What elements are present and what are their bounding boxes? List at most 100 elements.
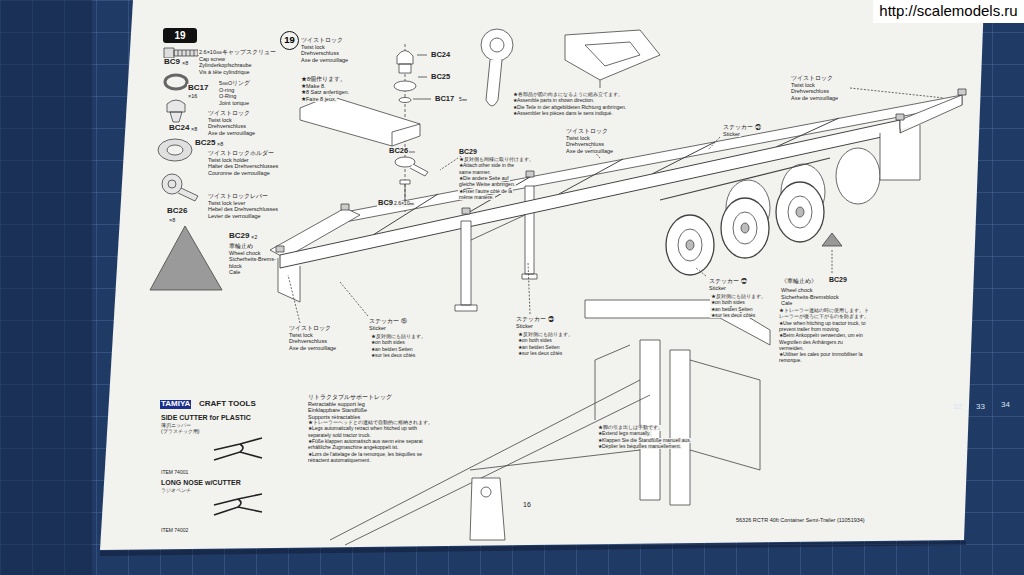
instruction-text: Retractable support leg (307, 401, 366, 407)
part-number: BC9 (163, 58, 181, 67)
instruction-text: 薄刃ニッパー (160, 423, 192, 429)
step-circle: 19 (280, 31, 299, 50)
tool-name: SIDE CUTTER for PLASTIC (160, 414, 252, 422)
instruction-text: ツイストロック (207, 110, 251, 116)
holder-icon (158, 139, 192, 161)
instruction-text: Cap screw (198, 56, 226, 62)
instruction-text: ★Die andere Seite auf (458, 176, 510, 182)
holder-hole (167, 145, 183, 155)
instruction-text: ★Déplier les béquilles manuellement. (597, 444, 682, 450)
instruction-text: 《車輪止め》 (780, 278, 818, 284)
inset-hole (481, 487, 491, 497)
instruction-text: O-ring (218, 87, 235, 93)
wheel-chock-icon (150, 226, 222, 290)
instruction-text: vermeiden. (778, 346, 805, 352)
sticker-callout: ステッカー ㉑ (722, 124, 762, 130)
instruction-text: Twist lock (207, 117, 233, 123)
part-number: BC17 (187, 84, 209, 93)
support-leg (455, 215, 525, 311)
instruction-text: リトラクタブルサポートレッグ (307, 394, 393, 400)
twist-lock-part (397, 51, 413, 74)
instruction-text: ★an beiden Seiten (370, 347, 414, 353)
twist-lock-hole (490, 38, 504, 52)
instruction-text: remorque. (778, 358, 803, 364)
instruction-text: Hebel des Drehverschlusses (207, 206, 279, 212)
instruction-text: erhältliche Zugmaschine angekoppelt ist. (307, 445, 400, 451)
wheel-chock (822, 233, 842, 246)
item-number: ITEM 74002 (160, 528, 189, 534)
instruction-text: ★Utiliser les cales pour immobiliser la (778, 352, 863, 358)
twist-lock-icon (167, 100, 185, 122)
sticker-callout: Sticker (708, 285, 727, 291)
footer-text: 56326 RCTR 40ft Container Semi-Trailer (… (735, 517, 866, 523)
instruction-text: Levier de verrouillage (207, 213, 262, 219)
holder-arm (300, 96, 420, 146)
rear-beam (880, 95, 962, 180)
wheel (666, 215, 714, 275)
instruction-text: ★Klappen Sie die Standfüße manuell aus. (597, 438, 692, 444)
side-cutter-icon (214, 438, 262, 460)
instruction-text: ★Make 8. (300, 83, 327, 89)
instruction-text: ★an beiden Seiten (710, 307, 754, 313)
instruction-text: Cale (780, 300, 793, 306)
instruction-text: Axe de verrouillage (300, 57, 349, 63)
instruction-text: ★各部品が図の向きになるように組み立てます。 (512, 92, 624, 98)
instruction-text: Vis à tête cylindrique (198, 69, 251, 75)
instruction-text: ★on both sides (517, 338, 553, 344)
far-wheel (836, 148, 880, 204)
sticker-callout: Sticker (515, 323, 534, 329)
instruction-text: ツイストロックホルダー (207, 150, 275, 156)
instruction-text: ★Attach other side in the (458, 163, 515, 169)
instruction-text: gleiche Weise anbringen. (458, 182, 516, 188)
quantity: ×2 (250, 234, 258, 240)
instruction-text: ★on both sides (370, 340, 406, 346)
wheel (721, 198, 769, 258)
tool-name: LONG NOSE w/CUTTER (160, 479, 242, 487)
instruction-text: ★Faire 8 jeux. (300, 96, 337, 102)
leader-line (288, 88, 944, 323)
instruction-text: block (228, 263, 243, 269)
instruction-text: ★on both sides (710, 300, 746, 306)
instruction-text: Drehverschluss (300, 50, 340, 56)
instruction-text: ★an beiden Seiten (517, 345, 561, 351)
instruction-text: ★Extend legs manually. (597, 431, 652, 437)
instruction-text: ★sur les deux côtés (710, 313, 756, 319)
instruction-text: ツイストロック (790, 75, 834, 81)
lever-view (486, 60, 502, 106)
sticker-callout: ステッカー ⑮ (368, 318, 408, 324)
instruction-text: separately sold tractor truck. (307, 433, 372, 439)
manual-page (100, 0, 984, 550)
detail-view (565, 30, 660, 88)
instruction-text: rétractent automatiquement. (307, 458, 372, 464)
part-number: BC26 (166, 207, 188, 216)
instruction-text: Supports rétractables (307, 414, 361, 420)
part-number: BC25 (430, 73, 451, 81)
dimension: 2.6×10㎜ (393, 201, 415, 207)
part-number: BC24 (168, 124, 190, 133)
instruction-text: ★8 Satz anfertigen. (300, 89, 350, 95)
brand-logo: TAMIYA (160, 400, 191, 409)
part-number: BC29 (828, 276, 848, 284)
instruction-text: Wheel chock (780, 287, 814, 293)
instruction-text: 5㎜Oリング (218, 80, 251, 86)
wheel-set (666, 182, 824, 275)
page-number: 16 (522, 501, 532, 509)
part-number: BC29 (458, 148, 478, 156)
instruction-text: ★Assemble parts in shown direction. (512, 98, 595, 104)
quantity: ×8 (190, 126, 198, 132)
inset-leg (640, 340, 690, 505)
o-ring-icon (165, 75, 187, 89)
sticker-callout: Sticker (722, 131, 741, 137)
instruction-text: Wheel chock (228, 250, 262, 256)
instruction-text: ツイストロックレバー (207, 193, 269, 199)
ruler-number: 33 (975, 403, 986, 412)
rim (733, 212, 757, 244)
instruction-text: ★反対側も同様に取り付けます。 (458, 157, 535, 163)
instruction-text: Couronne de verrouillage (207, 170, 271, 176)
instruction-text: Twist lock (288, 332, 314, 338)
instruction-text: ★反対側にも貼ります。 (517, 332, 574, 338)
